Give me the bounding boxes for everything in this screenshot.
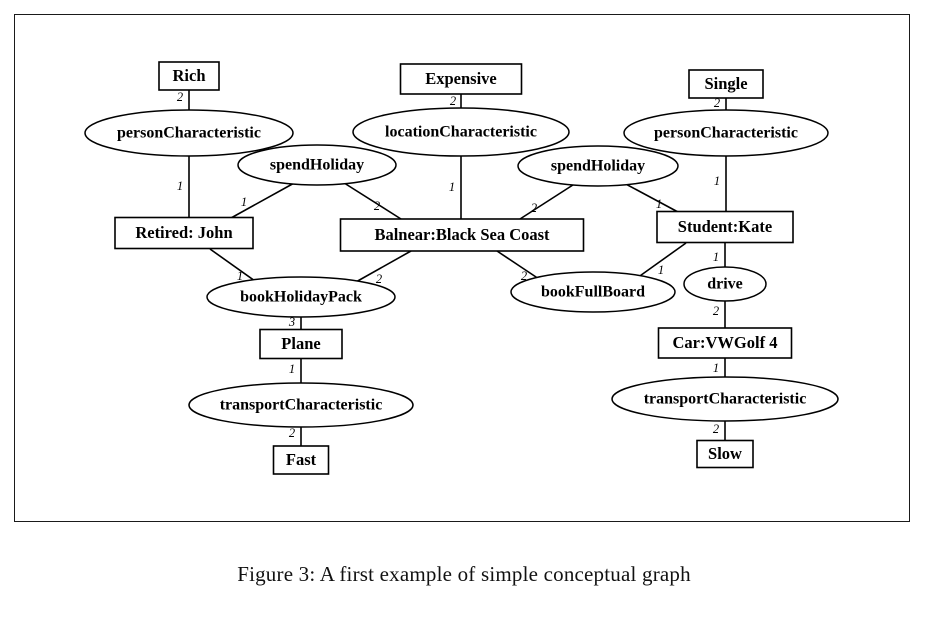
concept-node-label: Student:Kate [678,217,772,236]
concept-node-box [688,69,764,99]
edge-arity-label: 2 [450,94,456,108]
graph-edge [340,180,402,220]
relation-node-ellipse [517,145,679,187]
concept-node-label: Rich [173,66,206,85]
concept-node-box [399,63,523,95]
relation-node-ellipse [510,271,676,313]
relation-node-label: transportCharacteristic [644,391,807,408]
relation-node-ellipse [188,382,414,428]
relation-node-label: spendHoliday [270,157,364,174]
relation-node: transportCharacteristic [188,382,414,428]
relation-node-label: drive [707,276,743,293]
relation-node-ellipse [352,107,570,157]
relation-node: bookFullBoard [510,271,676,313]
edge-arity-label: 2 [714,96,720,110]
concept-node-box [259,328,343,360]
relation-node-ellipse [611,376,839,422]
concept-node-box [114,216,254,250]
concept-node-label: Retired: John [135,223,232,242]
concept-node: Single [688,69,764,99]
edge-arity-label: 1 [241,195,247,209]
concept-node-label: Fast [286,450,317,469]
relation-node: transportCharacteristic [611,376,839,422]
concept-node-box [158,61,220,91]
figure-caption: Figure 3: A first example of simple conc… [237,562,691,586]
concept-node: Retired: John [114,216,254,250]
graph-edge [519,182,577,220]
concept-node: Car:VWGolf 4 [657,327,793,359]
concept-node: Fast [272,445,330,475]
concept-node-label: Slow [708,444,742,463]
graph-edge [621,181,679,213]
edge-arity-label: 2 [713,304,719,318]
edge-arity-label: 1 [713,361,719,375]
concept-node-box [696,439,754,469]
edge-arity-label: 1 [714,174,720,188]
concept-node: Plane [259,328,343,360]
edge-arity-label: 1 [658,263,664,277]
relation-node: locationCharacteristic [352,107,570,157]
concept-node: Rich [158,61,220,91]
relation-node: personCharacteristic [623,109,829,157]
relation-node: personCharacteristic [84,109,294,157]
concept-node-label: Balnear:Black Sea Coast [374,225,550,244]
edge-arity-label: 1 [713,250,719,264]
concept-node: Balnear:Black Sea Coast [339,218,585,252]
edge-arity-label: 2 [531,201,537,215]
concept-node: Student:Kate [656,210,794,244]
edge-arity-label: 3 [288,315,295,329]
edge-arity-label: 1 [177,179,183,193]
edge-arity-label: 1 [237,269,243,283]
concept-node-box [339,218,585,252]
relation-node-label: personCharacteristic [654,125,798,142]
relation-node-ellipse [206,276,396,318]
edge-arity-label: 2 [521,269,527,283]
concept-node: Slow [696,439,754,469]
relation-node-label: bookFullBoard [541,284,645,301]
relation-node-label: locationCharacteristic [385,124,537,141]
graph-edge [230,181,297,219]
edge-arity-label: 1 [449,180,455,194]
concept-node-label: Single [704,74,747,93]
relation-node: bookHolidayPack [206,276,396,318]
edge-arity-label: 2 [289,426,295,440]
relation-node-ellipse [84,109,294,157]
concept-node-box [657,327,793,359]
edge-arity-label: 1 [289,362,295,376]
edge-arity-label: 2 [713,422,719,436]
relation-node: spendHoliday [517,145,679,187]
relation-node-label: personCharacteristic [117,125,261,142]
edge-arity-label: 2 [374,199,380,213]
concept-node-box [656,210,794,244]
relation-node: spendHoliday [237,144,397,186]
concept-node: Expensive [399,63,523,95]
concept-node-label: Car:VWGolf 4 [673,333,778,352]
relation-node-label: transportCharacteristic [220,397,383,414]
relation-node-ellipse [237,144,397,186]
edge-labels-layer: 2 1 2 1 2 1 1 2 2 1 1 2 2 1 3 1 2 1 2 1 2 [177,90,720,440]
edge-arity-label: 2 [177,90,183,104]
concept-node-label: Expensive [425,69,497,88]
relation-node-label: bookHolidayPack [240,289,362,306]
concept-node-box [272,445,330,475]
edge-arity-label: 1 [656,197,662,211]
concept-node-label: Plane [281,334,320,353]
relation-node: drive [683,266,767,302]
relation-node-ellipse [683,266,767,302]
relation-node-ellipse [623,109,829,157]
relation-node-label: spendHoliday [551,158,645,175]
edge-arity-label: 2 [376,272,382,286]
